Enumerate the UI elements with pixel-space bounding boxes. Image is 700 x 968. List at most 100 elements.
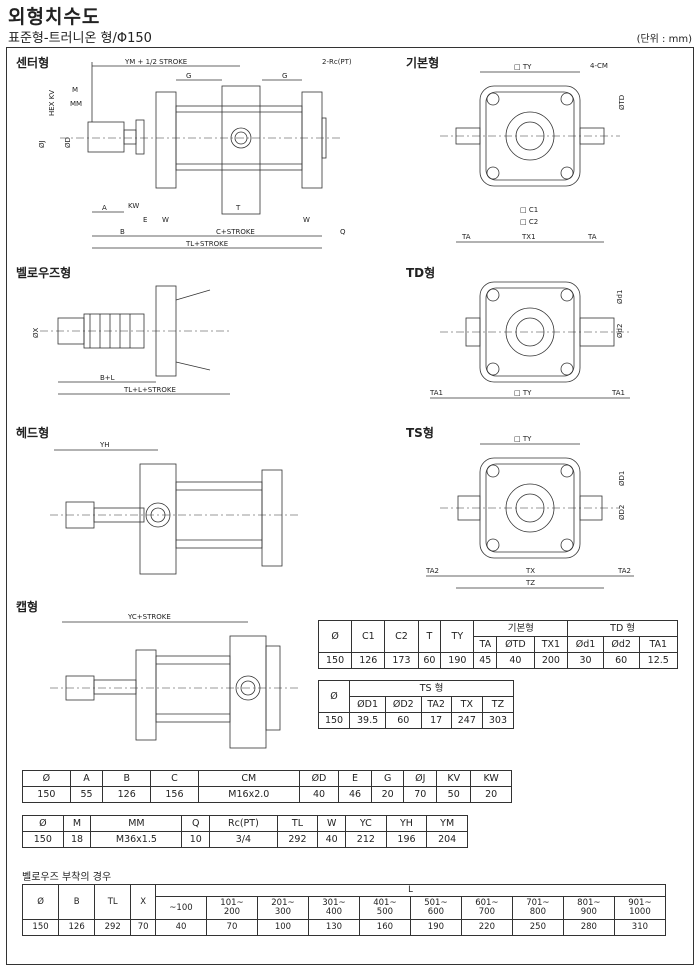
table-header: TY — [440, 620, 475, 653]
table-header: ØJ — [403, 770, 438, 787]
table-header: ØD2 — [385, 696, 422, 713]
table-cell: 10 — [181, 831, 211, 848]
table-header: M — [62, 815, 92, 832]
range-cell: 801~900 — [562, 896, 615, 920]
rod-cover — [135, 119, 145, 155]
drawing-head-type: YH — [50, 441, 300, 575]
table-cell: 126 — [102, 786, 152, 803]
dim-yc-stroke: YC+STROKE — [127, 613, 171, 621]
range-from: ~100 — [169, 902, 193, 913]
table-cell: 303 — [481, 712, 515, 729]
table-header: YM — [426, 815, 468, 832]
dim-ta2-right: TA2 — [617, 567, 631, 575]
dim-g-left: G — [186, 72, 191, 80]
table-cell: 160 — [358, 919, 411, 936]
dim-tx: TX — [525, 567, 535, 575]
table-cell: 126 — [58, 919, 96, 936]
table-cell: 12.5 — [638, 652, 678, 669]
cap-trunnion — [229, 635, 267, 749]
drawing-cap-type: YC+STROKE — [50, 613, 300, 749]
rod-end — [123, 129, 137, 145]
table-cell: 39.5 — [349, 712, 387, 729]
table-header: TL — [276, 815, 319, 832]
dim-j: ØJ — [38, 140, 46, 148]
dim-c2: □ C2 — [520, 218, 538, 226]
table-cell: 156 — [150, 786, 199, 803]
table-cell: 292 — [276, 831, 319, 848]
dim-yh: YH — [99, 441, 110, 449]
table-header: CM — [197, 770, 300, 787]
table-cell: 190 — [409, 919, 462, 936]
section-title-basic: 기본형 — [406, 56, 440, 70]
table-cell: 150 — [317, 652, 353, 669]
table-header: C1 — [351, 620, 386, 653]
dim-tl-l-stroke: TL+L+STROKE — [123, 386, 176, 394]
range-to: 700 — [478, 907, 495, 917]
table-cell: 17 — [420, 712, 452, 729]
range-cell: 301~400 — [307, 896, 360, 920]
drawing-ts-type: □ TY ØD1 ØD2 TA2 TX TA2 TZ — [425, 435, 634, 589]
table-row: 150 126 173 60 190 45 40 200 30 60 12.5 — [317, 652, 678, 669]
head-trunnion — [139, 463, 177, 575]
dim-x: ØX — [32, 327, 40, 338]
table-cell: 20 — [470, 786, 512, 803]
table-header: X — [130, 884, 156, 920]
dim-ta1-left: TA1 — [429, 389, 443, 397]
table-group-header: 기본형 — [473, 620, 569, 637]
dim-m: M — [72, 86, 78, 94]
table-cell: 100 — [256, 919, 309, 936]
table-header: B — [58, 884, 96, 920]
section-title-cap: 캡형 — [16, 600, 39, 614]
drawing-bellows-type: ØX B+L TL+L+STROKE — [32, 285, 230, 395]
page-title: 외형치수도 — [8, 6, 101, 28]
table-cell: 60 — [385, 712, 422, 729]
range-from: 501~ — [424, 898, 448, 908]
section-title-bellows: 벨로우즈형 — [16, 266, 72, 280]
range-from: 701~ — [526, 898, 550, 908]
table-header: A — [69, 770, 104, 787]
dim-D2: ØD2 — [618, 505, 626, 520]
table-cell: 212 — [345, 831, 387, 848]
table-cell: 40 — [496, 652, 535, 669]
table-header: Rc(PT) — [209, 815, 278, 832]
content-frame — [6, 47, 694, 965]
table-cell: 18 — [62, 831, 92, 848]
table-cell: 173 — [384, 652, 419, 669]
table-cell: 70 — [205, 919, 258, 936]
table-header: W — [317, 815, 347, 832]
table-row: 150 18 M36x1.5 10 3/4 292 40 212 196 204 — [22, 831, 468, 848]
range-from: 601~ — [475, 898, 499, 908]
spec-table-bellows: Ø B TL X L ~100 101~200 201~300 301~400 … — [21, 884, 667, 936]
dim-tx1: TX1 — [521, 233, 536, 241]
table-header: KV — [436, 770, 472, 787]
table-header: ØTD — [496, 636, 535, 653]
dim-c-stroke: C+STROKE — [216, 228, 255, 236]
table-cell: 247 — [450, 712, 483, 729]
table-header: G — [370, 770, 405, 787]
dim-t: T — [235, 204, 241, 212]
table-cell: 3/4 — [209, 831, 278, 848]
section-title-ts: TS형 — [406, 426, 434, 440]
dim-kw: KW — [128, 202, 139, 210]
table-cell: 40 — [317, 831, 347, 848]
table-cell: 50 — [436, 786, 472, 803]
table-header: ØD1 — [349, 696, 387, 713]
table-cell: 20 — [370, 786, 405, 803]
table-cell: 46 — [338, 786, 372, 803]
spec-table-basic-td: Ø C1 C2 T TY 기본형 TD 형 TA ØTD TX1 Ød1 Ød2… — [317, 620, 678, 669]
table-cell: 310 — [613, 919, 667, 936]
cap-cover — [301, 91, 323, 189]
table-header: KW — [470, 770, 512, 787]
table-header: TZ — [481, 696, 515, 713]
table-row: 150 55 126 156 M16x2.0 40 46 20 70 50 20 — [22, 786, 512, 803]
dim-td-ty: □ TY — [514, 389, 532, 397]
dim-D1: ØD1 — [618, 471, 626, 486]
range-to: 300 — [274, 907, 292, 917]
table-cell: 150 — [317, 712, 351, 729]
dim-tz: TZ — [525, 579, 535, 587]
range-cell: ~100 — [154, 896, 207, 920]
dim-mm: MM — [70, 100, 82, 108]
table-group-header: TD 형 — [567, 620, 678, 637]
bellows-note: 벨로우즈 부착의 경우 — [22, 872, 112, 883]
dim-rc: 2-Rc(PT) — [322, 58, 352, 66]
